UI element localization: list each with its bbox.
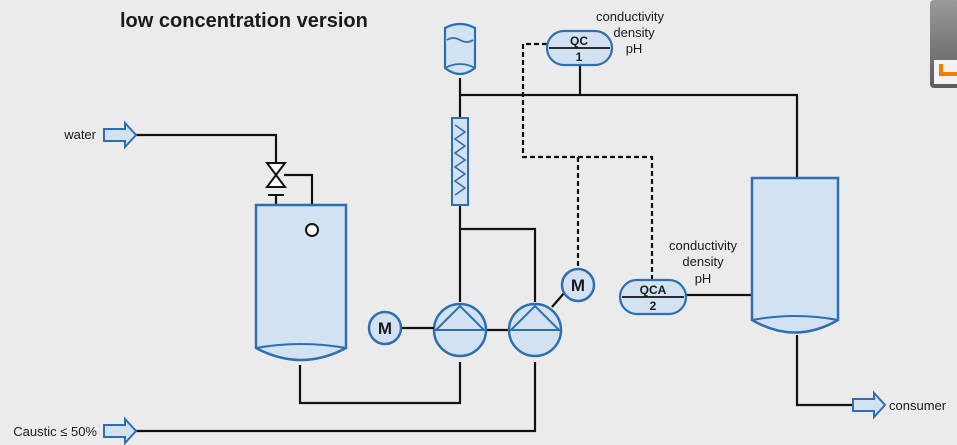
storage-tank: [750, 176, 840, 334]
qc1-number: 1: [576, 50, 583, 64]
static-mixer: [451, 117, 469, 206]
qca2-measurement-conductivity: conductivity: [669, 238, 737, 253]
qc1-measurement-density: density: [613, 25, 655, 40]
signal-lines: [521, 42, 654, 280]
motor-left-label: M: [378, 319, 392, 338]
qc1-measurements: conductivity density pH: [596, 9, 664, 56]
qc1-tag: QC: [570, 34, 588, 48]
consumer-label: consumer: [889, 398, 947, 413]
level-sensor-icon: [305, 223, 319, 237]
motor-right-icon: M: [560, 267, 596, 303]
instrument-qca2: QCA 2: [618, 278, 688, 316]
logo-icon: [930, 0, 957, 88]
mixing-tank: [254, 203, 348, 362]
qca2-measurement-density: density: [682, 254, 724, 269]
instrument-qc1: QC 1: [545, 29, 614, 67]
water-inlet-arrow: [103, 120, 138, 150]
diagram-title: low concentration version: [120, 10, 368, 32]
pump-2-icon: [507, 302, 563, 358]
caustic-label: Caustic ≤ 50%: [13, 424, 97, 439]
caustic-inlet-arrow: [103, 416, 138, 445]
qca2-tag: QCA: [640, 283, 667, 297]
qca2-number: 2: [650, 299, 657, 313]
qc1-measurement-conductivity: conductivity: [596, 9, 664, 24]
qca2-measurement-ph: pH: [695, 271, 712, 286]
motor-right-label: M: [571, 276, 585, 295]
consumer-outlet-arrow: [852, 390, 887, 420]
process-piping: [136, 65, 853, 433]
header-tank: [443, 22, 477, 76]
control-valve-icon: [265, 162, 287, 196]
qca2-measurements: conductivity density pH: [669, 238, 737, 286]
qc1-measurement-ph: pH: [626, 41, 643, 56]
water-label: water: [63, 127, 96, 142]
pump-1-icon: [432, 302, 488, 358]
motor-left-icon: M: [367, 310, 434, 346]
